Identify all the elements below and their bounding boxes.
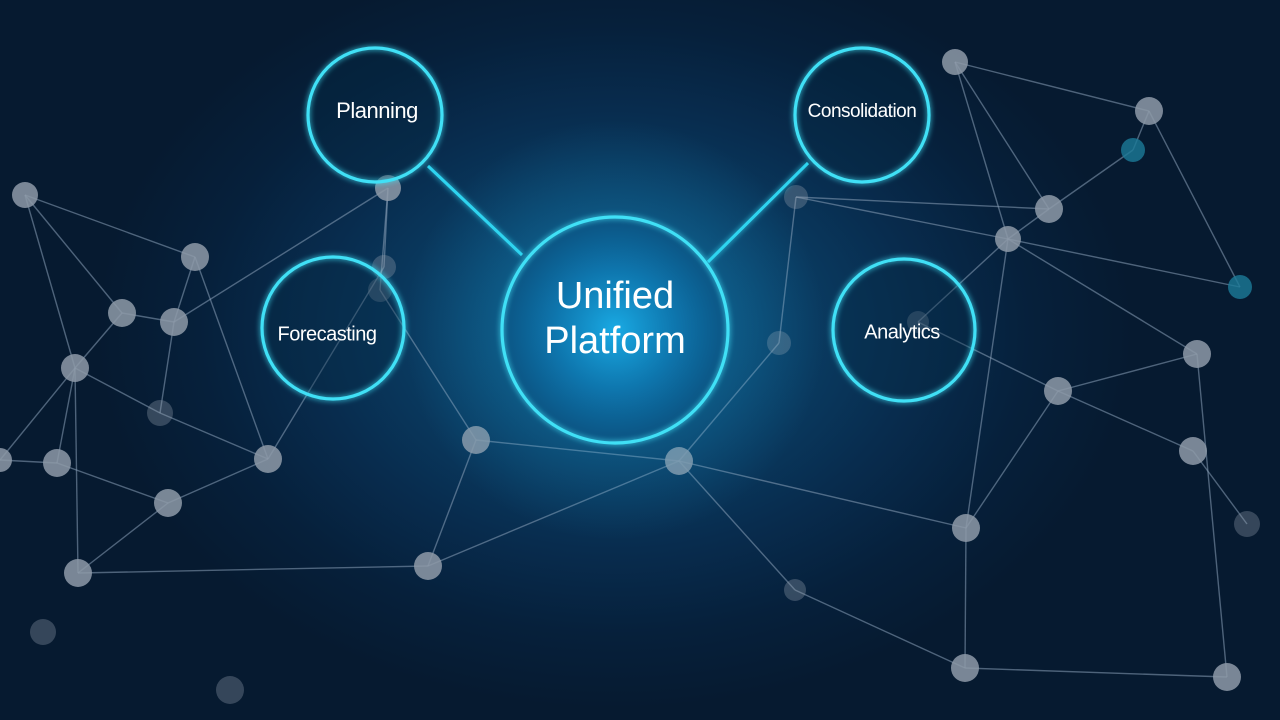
network-edge — [194, 256, 269, 460]
network-node — [0, 448, 12, 472]
network-node — [1135, 97, 1163, 125]
network-edge — [56, 367, 76, 464]
network-edge — [24, 194, 76, 369]
network-node — [907, 311, 929, 333]
network-node — [1183, 340, 1211, 368]
network-edge — [24, 194, 196, 258]
network-edge — [1048, 149, 1134, 210]
analytics-node[interactable]: Analytics — [831, 257, 977, 403]
network-node — [12, 182, 38, 208]
network-edge — [965, 390, 1059, 529]
network-node — [1121, 138, 1145, 162]
planning-ring — [306, 46, 444, 184]
network-node — [1044, 377, 1072, 405]
network-node — [1213, 663, 1241, 691]
network-edge — [74, 367, 79, 574]
network-node — [154, 489, 182, 517]
network-edge — [795, 196, 1009, 240]
network-node — [61, 354, 89, 382]
network-edge — [964, 527, 967, 669]
center-label-line1: Unified — [556, 275, 674, 317]
network-edge — [794, 589, 966, 669]
network-node — [1234, 511, 1260, 537]
network-edge — [795, 196, 1050, 210]
network-node — [942, 49, 968, 75]
network-edge — [167, 458, 269, 504]
analytics-ring — [831, 257, 977, 403]
network-node — [30, 619, 56, 645]
network-node — [1179, 437, 1207, 465]
network-edge — [1057, 353, 1198, 392]
network-node — [160, 308, 188, 336]
network-edge — [0, 367, 76, 461]
network-edge — [964, 667, 1228, 678]
network-node — [216, 676, 244, 704]
network-edge — [1148, 110, 1241, 288]
network-node — [43, 449, 71, 477]
network-edge — [954, 61, 1009, 240]
planning-node[interactable]: Planning — [306, 46, 444, 184]
network-edge — [917, 238, 1009, 323]
consolidation-label: Consolidation — [808, 101, 917, 122]
network-node — [784, 185, 808, 209]
network-node — [181, 243, 209, 271]
network-edge — [1007, 238, 1241, 288]
network-edge — [965, 238, 1009, 529]
network-edge — [379, 187, 389, 291]
center-node-ring — [500, 215, 730, 445]
network-edge — [1007, 238, 1198, 355]
network-node — [1035, 195, 1063, 223]
consolidation-ring — [793, 46, 931, 184]
network-edge — [24, 194, 123, 314]
network-node — [414, 552, 442, 580]
network-node — [64, 559, 92, 587]
network-node — [108, 299, 136, 327]
network-edge — [954, 61, 1050, 210]
connector-planning — [426, 164, 524, 257]
forecasting-node[interactable]: Forecasting — [260, 255, 406, 401]
network-edge — [1057, 390, 1194, 452]
forecasting-label: Forecasting — [278, 323, 377, 345]
network-node — [254, 445, 282, 473]
network-node — [952, 514, 980, 542]
network-edge — [173, 187, 389, 323]
analytics-label: Analytics — [864, 321, 940, 343]
planning-label: Planning — [336, 98, 418, 123]
center-label-line2: Platform — [544, 320, 685, 362]
center-node[interactable]: Unified Platform — [500, 215, 730, 445]
network-edge — [267, 266, 385, 460]
network-edge — [1196, 353, 1228, 678]
network-edge — [159, 321, 175, 414]
network-edge — [954, 61, 1150, 112]
network-edge — [74, 367, 161, 414]
network-node — [1228, 275, 1252, 299]
network-edge — [56, 462, 169, 504]
network-node — [147, 400, 173, 426]
forecasting-ring — [260, 255, 406, 401]
network-node — [368, 278, 392, 302]
network-node — [951, 654, 979, 682]
connector-consolidation — [706, 161, 810, 264]
network-edge — [77, 502, 169, 574]
center-node-fill — [502, 217, 728, 443]
network-edge — [77, 565, 429, 574]
network-edge — [1192, 450, 1248, 525]
network-edge — [159, 412, 269, 460]
network-node — [784, 579, 806, 601]
network-edge — [917, 321, 1059, 392]
consolidation-node[interactable]: Consolidation — [793, 46, 931, 184]
connectors — [405, 161, 832, 334]
network-node — [995, 226, 1021, 252]
